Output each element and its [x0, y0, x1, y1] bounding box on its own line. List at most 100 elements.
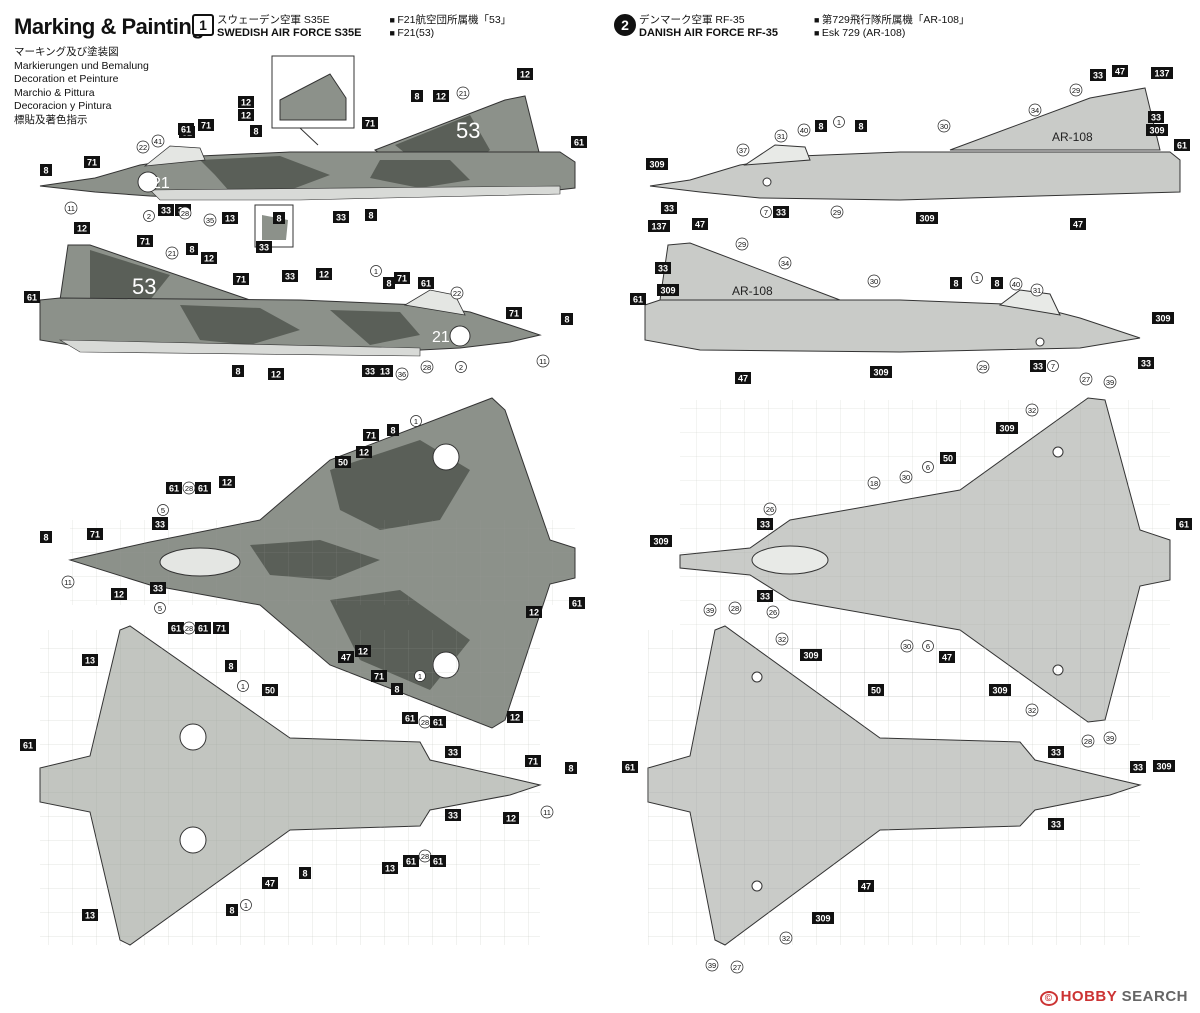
callout-dk-side1: 33: [773, 206, 789, 218]
callout-dk-side1: 309: [1146, 124, 1168, 136]
svg-text:41: 41: [154, 137, 162, 146]
svg-text:8: 8: [858, 122, 863, 132]
callout-dk-side1: 309: [646, 158, 668, 170]
callout-swe-top: 71: [213, 622, 229, 634]
svg-text:7: 7: [764, 208, 768, 217]
callout-dk-top: 26: [763, 502, 777, 516]
callout-swe-bottom: 1: [237, 680, 249, 692]
callout-swe-bottom: 50: [262, 684, 278, 696]
callout-swe-side1: 8: [40, 164, 52, 176]
swe-side-right-view: 53 21: [39, 244, 542, 357]
svg-text:71: 71: [216, 624, 226, 634]
svg-text:12: 12: [510, 713, 520, 723]
svg-text:26: 26: [769, 608, 777, 617]
svg-text:18: 18: [870, 479, 878, 488]
scheme1-title-en: SWEDISH AIR FORCE S35E: [217, 27, 362, 39]
svg-text:5: 5: [161, 506, 165, 515]
callout-dk-side1: 309: [916, 212, 938, 224]
svg-text:31: 31: [777, 132, 785, 141]
scheme2-unit-en: Esk 729 (AR-108): [814, 27, 905, 39]
callout-dk-side1: 47: [1070, 218, 1086, 230]
svg-text:61: 61: [1177, 141, 1187, 151]
svg-text:33: 33: [448, 811, 458, 821]
svg-text:33: 33: [1141, 359, 1151, 369]
callout-dk-side2: 33: [655, 262, 671, 274]
scheme2-unit-jp: 第729飛行隊所属機「AR-108」: [814, 14, 970, 26]
svg-text:39: 39: [706, 606, 714, 615]
callout-swe-side2: 33: [362, 365, 378, 377]
callout-dk-bottom: 33: [1130, 761, 1146, 773]
callout-swe-side1: 71: [198, 119, 214, 131]
svg-text:12: 12: [520, 70, 530, 80]
svg-text:47: 47: [341, 653, 351, 663]
callout-swe-bottom: 8: [225, 660, 237, 672]
svg-text:8: 8: [302, 869, 307, 879]
callout-swe-top: 28: [182, 621, 196, 635]
callout-dk-side1: 33: [661, 202, 677, 214]
svg-text:8: 8: [564, 315, 569, 325]
callout-dk-bottom: 309: [1153, 760, 1175, 772]
svg-text:12: 12: [506, 814, 516, 824]
callout-swe-bottom: 33: [445, 809, 461, 821]
callout-dk-bottom: 32: [775, 632, 789, 646]
svg-text:37: 37: [739, 146, 747, 155]
callout-dk-side2: 33: [1138, 357, 1154, 369]
svg-text:8: 8: [368, 211, 373, 221]
svg-text:309: 309: [873, 368, 888, 378]
callout-dk-side1: 34: [1028, 103, 1042, 117]
callout-dk-top: 18: [867, 476, 881, 490]
svg-text:7: 7: [1051, 362, 1055, 371]
svg-text:11: 11: [67, 204, 75, 213]
svg-text:32: 32: [1028, 406, 1036, 415]
callout-swe-side2: 8: [232, 365, 244, 377]
callout-dk-bottom: 33: [1048, 818, 1064, 830]
svg-text:61: 61: [421, 279, 431, 289]
svg-text:13: 13: [385, 864, 395, 874]
dk-tail-code-2: AR-108: [732, 284, 773, 298]
scheme2-badge: 2: [614, 14, 636, 36]
svg-text:71: 71: [365, 119, 375, 129]
dk-side-right-view: AR-108: [644, 242, 1141, 353]
swe-tail-code-2: 53: [132, 274, 156, 299]
svg-text:33: 33: [664, 204, 674, 214]
svg-text:29: 29: [833, 208, 841, 217]
callout-dk-side2: 8: [950, 277, 962, 289]
callout-swe-side2: 71: [506, 307, 522, 319]
svg-text:11: 11: [539, 357, 547, 366]
callout-dk-side1: 8: [855, 120, 867, 132]
svg-text:309: 309: [815, 914, 830, 924]
callout-dk-top: 309: [996, 422, 1018, 434]
callout-swe-top: 5: [157, 504, 169, 516]
callout-dk-top: 28: [1081, 734, 1095, 748]
callout-swe-top: 33: [152, 518, 168, 530]
callout-swe-side2: 12: [74, 222, 90, 234]
callout-dk-top: 30: [900, 639, 914, 653]
svg-text:36: 36: [398, 370, 406, 379]
svg-text:61: 61: [406, 857, 416, 867]
svg-text:8: 8: [235, 367, 240, 377]
callout-dk-top: 61: [1176, 518, 1192, 530]
callout-dk-top: 26: [766, 605, 780, 619]
svg-text:26: 26: [766, 505, 774, 514]
svg-text:71: 71: [201, 121, 211, 131]
callout-swe-side1: 71: [362, 117, 378, 129]
svg-text:1: 1: [241, 682, 245, 691]
svg-text:71: 71: [236, 275, 246, 285]
svg-text:33: 33: [776, 208, 786, 218]
svg-text:8: 8: [228, 662, 233, 672]
svg-text:30: 30: [903, 642, 911, 651]
callout-swe-top: 61: [195, 482, 211, 494]
callout-swe-bottom: 12: [503, 812, 519, 824]
callout-dk-bottom: 39: [705, 958, 719, 972]
svg-text:39: 39: [708, 961, 716, 970]
svg-text:12: 12: [319, 270, 329, 280]
scheme1-badge: 1: [192, 14, 214, 36]
callout-swe-side2: 71: [137, 235, 153, 247]
callout-swe-bottom: 71: [525, 755, 541, 767]
svg-text:12: 12: [204, 254, 214, 264]
svg-text:61: 61: [433, 857, 443, 867]
callout-dk-side2: 29: [735, 237, 749, 251]
callout-swe-top: 61: [569, 597, 585, 609]
callout-swe-side1: 33: [256, 241, 272, 253]
